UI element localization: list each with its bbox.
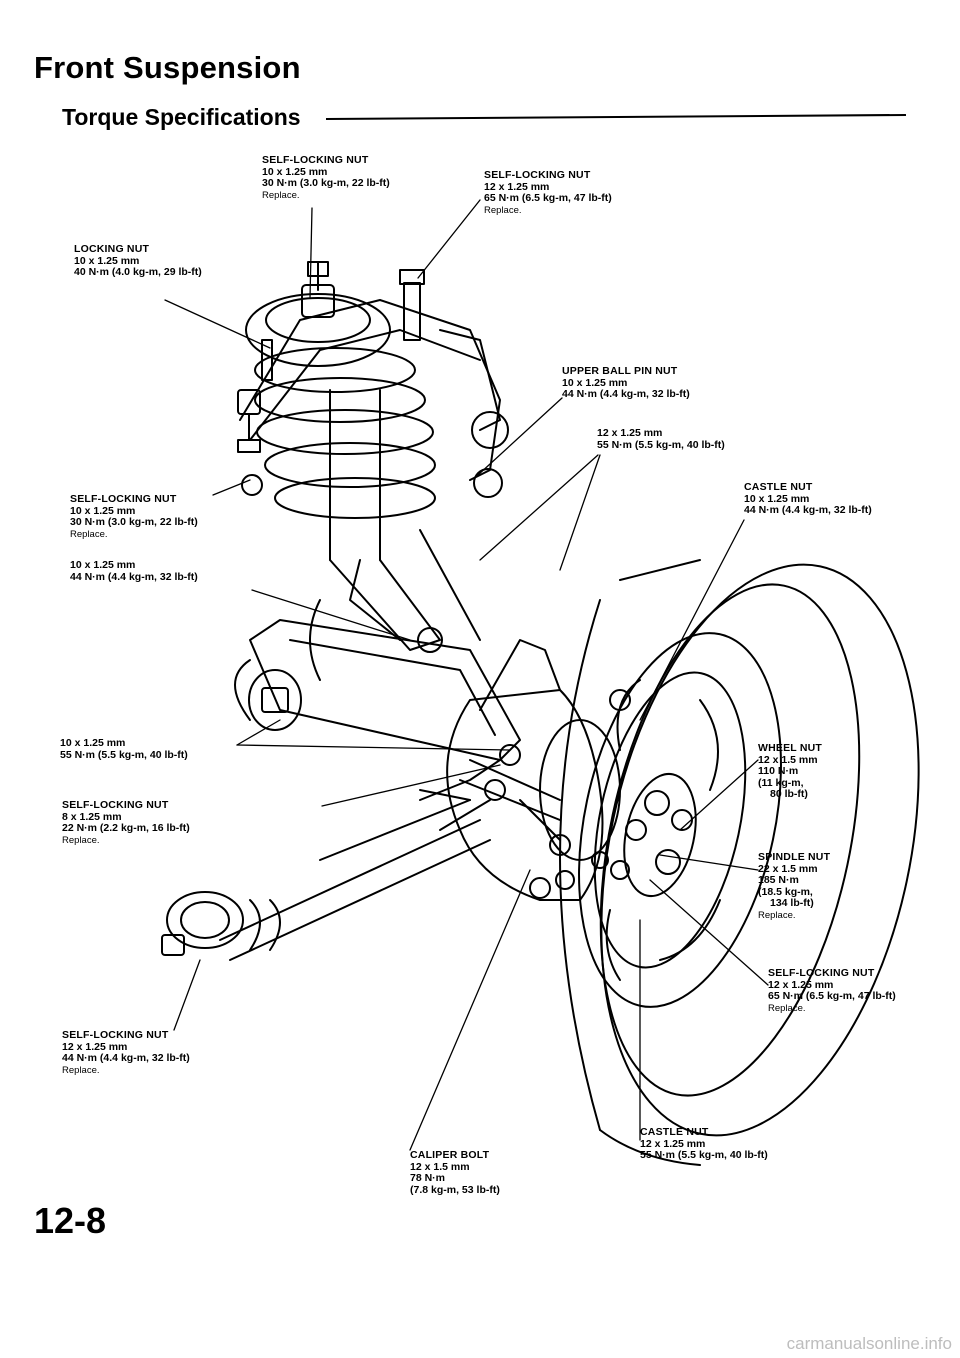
callout-right-55: 12 x 1.25 mm 55 N·m (5.5 kg-m, 40 lb-ft)	[597, 427, 725, 451]
callout-top-right: SELF-LOCKING NUT 12 x 1.25 mm 65 N·m (6.…	[484, 169, 612, 216]
steering-knuckle	[419, 639, 621, 901]
lower-control-arm	[234, 599, 521, 761]
page-title: Front Suspension	[34, 50, 301, 85]
upper-control-arm	[239, 299, 509, 498]
callout-top-center: SELF-LOCKING NUT 10 x 1.25 mm 30 N·m (3.…	[262, 154, 390, 201]
callout-left-self-locking-8mm: SELF-LOCKING NUT 8 x 1.25 mm 22 N·m (2.2…	[62, 799, 190, 846]
callout-left-44: 10 x 1.25 mm 44 N·m (4.4 kg-m, 32 lb-ft)	[70, 559, 198, 583]
callout-castle-nut-lower: CASTLE NUT 12 x 1.25 mm 55 N·m (5.5 kg-m…	[640, 1126, 768, 1161]
coil-spring	[254, 347, 436, 561]
tire	[559, 559, 920, 1166]
strut-mount	[245, 261, 425, 381]
knuckle-hardware	[555, 689, 631, 890]
callout-caliper-bolt: CALIPER BOLT 12 x 1.5 mm 78 N·m (7.8 kg-…	[410, 1149, 500, 1196]
drive-shaft	[319, 799, 471, 861]
upper-arm-bolts	[237, 389, 263, 496]
page-number: 12-8	[34, 1200, 107, 1241]
watermark: carmanualsonline.info	[786, 1334, 952, 1353]
stabilizer-bar	[219, 759, 501, 961]
callout-wheel-nut: WHEEL NUT 12 x 1.5 mm 110 N·m (11 kg-m, …	[758, 742, 823, 800]
wheel-disc	[578, 632, 782, 1008]
callout-right-self-locking-lower: SELF-LOCKING NUT 12 x 1.25 mm 65 N·m (6.…	[768, 967, 896, 1014]
callout-left-55: 10 x 1.25 mm 55 N·m (5.5 kg-m, 40 lb-ft)	[60, 737, 188, 761]
callout-left-self-locking-lower: SELF-LOCKING NUT 12 x 1.25 mm 44 N·m (4.…	[62, 1029, 190, 1076]
damper-fork	[329, 529, 481, 653]
callout-locking-nut: LOCKING NUT 10 x 1.25 mm 40 N·m (4.0 kg-…	[74, 243, 202, 278]
callout-spindle-nut: SPINDLE NUT 22 x 1.5 mm 185 N·m (18.5 kg…	[758, 851, 831, 921]
section-subtitle: Torque Specifications	[62, 104, 301, 130]
callout-castle-nut-upper: CASTLE NUT 10 x 1.25 mm 44 N·m (4.4 kg-m…	[744, 481, 872, 516]
callout-left-self-locking: SELF-LOCKING NUT 10 x 1.25 mm 30 N·m (3.…	[70, 493, 198, 540]
stabilizer-link	[161, 891, 281, 956]
leader-lines	[164, 199, 769, 1151]
radius-rod	[459, 744, 571, 856]
callout-upper-ball-pin-nut: UPPER BALL PIN NUT 10 x 1.25 mm 44 N·m (…	[562, 365, 690, 400]
